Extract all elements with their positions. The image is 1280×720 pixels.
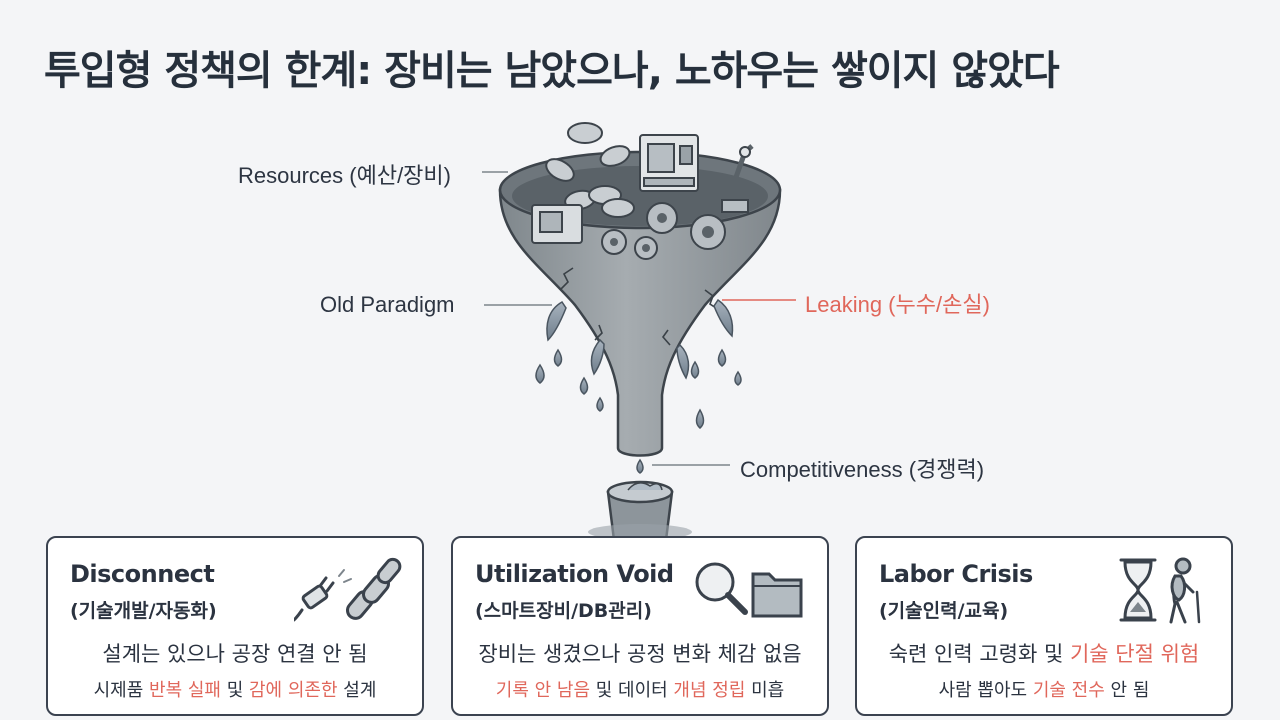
- card-subtitle: (스마트장비/DB관리): [475, 600, 652, 622]
- card-line2: 사람 뽑아도 기술 전수 안 됨: [857, 676, 1231, 702]
- card-labor-crisis: Labor Crisis (기술인력/교육) 숙련 인력 고령화 및 기술 단절…: [855, 536, 1233, 716]
- highlight-text: 감에 의존한: [249, 680, 338, 701]
- card-title: Disconnect: [70, 560, 215, 588]
- text-segment: 사람 뽑아도: [938, 680, 1033, 701]
- plug-broken-chain-icon: [294, 557, 402, 622]
- text-segment: 및: [220, 680, 249, 701]
- text-segment: 및 데이터: [590, 680, 674, 701]
- magnifier-folder-icon: [695, 562, 803, 618]
- competitiveness-label: Competitiveness (경쟁력): [740, 457, 985, 482]
- card-line2: 시제품 반복 실패 및 감에 의존한 설계: [48, 676, 422, 702]
- card-line2: 기록 안 남음 및 데이터 개념 정립 미흡: [453, 676, 827, 702]
- page-title: 투입형 정책의 한계: 장비는 남았으나, 노하우는 쌓이지 않았다: [44, 48, 1060, 94]
- card-title: Utilization Void: [475, 560, 674, 588]
- highlight-text: 기록 안 남음: [495, 680, 591, 701]
- competitiveness-cup-icon: [588, 480, 692, 540]
- card-line1: 숙련 인력 고령화 및 기술 단절 위험: [857, 638, 1231, 668]
- resources-label: Resources (예산/장비): [238, 163, 451, 188]
- highlight-text: 반복 실패: [149, 680, 221, 701]
- text-segment: 시제품: [93, 680, 150, 701]
- card-title: Labor Crisis: [879, 560, 1033, 588]
- old-paradigm-label: Old Paradigm: [320, 292, 455, 317]
- leaking-drops-icon: [535, 298, 742, 474]
- hourglass-elder-icon: [1119, 557, 1201, 624]
- leaking-label: Leaking (누수/손실): [805, 292, 990, 317]
- text-segment: 안 됨: [1104, 680, 1150, 701]
- card-utilization-void: Utilization Void (스마트장비/DB관리) 장비는 생겼으나 공…: [451, 536, 829, 716]
- funnel-diagram: [482, 122, 796, 540]
- card-subtitle: (기술인력/교육): [879, 600, 1009, 622]
- highlight-text: 기술 단절 위험: [1069, 642, 1200, 666]
- highlight-text: 개념 정립: [673, 680, 746, 701]
- text-segment: 미흡: [745, 680, 785, 701]
- highlight-text: 기술 전수: [1032, 680, 1105, 701]
- label-connectors: [482, 171, 796, 466]
- text-segment: 설계: [337, 680, 377, 701]
- card-line1: 장비는 생겼으나 공정 변화 체감 없음: [478, 642, 802, 666]
- card-subtitle: (기술개발/자동화): [70, 600, 217, 622]
- funnel-icon: [498, 150, 782, 457]
- resources-contents-icon: [531, 122, 754, 260]
- card-line1: 설계는 있으나 공장 연결 안 됨: [102, 642, 368, 666]
- text-segment: 숙련 인력 고령화 및: [888, 642, 1070, 666]
- card-disconnect: Disconnect (기술개발/자동화) 설계는 있으나 공장 연결 안 됨 …: [46, 536, 424, 716]
